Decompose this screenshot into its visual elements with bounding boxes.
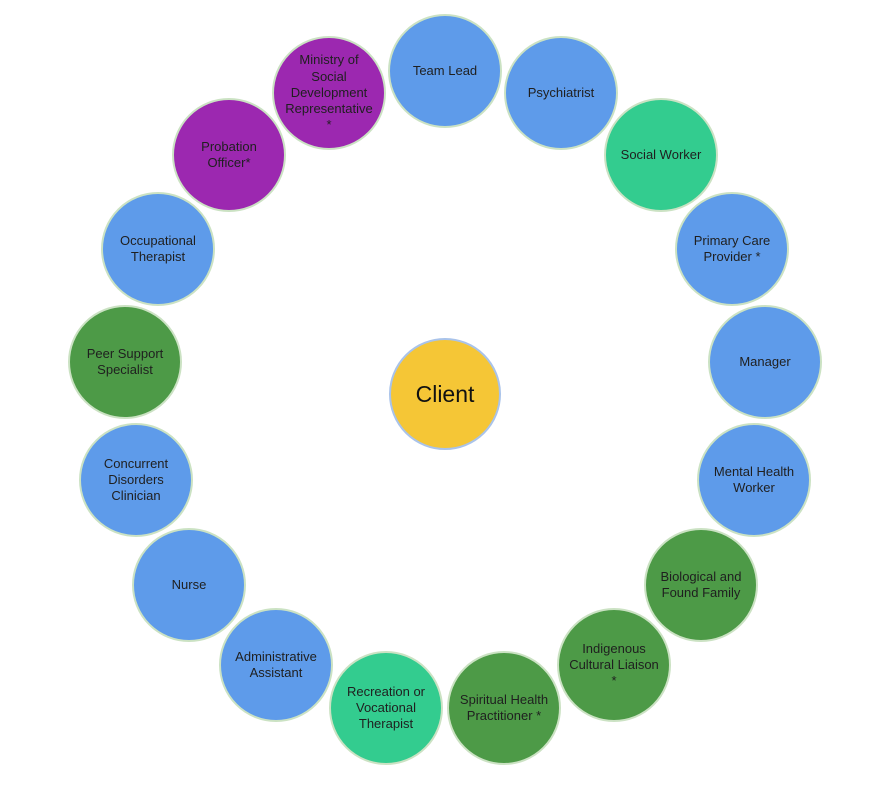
role-label: Manager xyxy=(739,353,791,369)
role-circle-probation-officer: Probation Officer* xyxy=(172,98,286,212)
role-circle-social-worker: Social Worker xyxy=(604,98,718,212)
role-circle-indigenous-cultural-liaison: Indigenous Cultural Liaison * xyxy=(557,608,671,722)
role-circle-administrative-assistant: Administrative Assistant xyxy=(219,608,333,722)
role-label: Recreation or Vocational Therapist xyxy=(346,683,426,732)
role-circle-occupational-therapist: Occupational Therapist xyxy=(101,192,215,306)
role-circle-primary-care-provider: Primary Care Provider * xyxy=(675,192,789,306)
role-label: Nurse xyxy=(171,576,207,592)
role-circle-peer-support-specialist: Peer Support Specialist xyxy=(68,305,182,419)
role-label: Mental Health Worker xyxy=(713,463,795,495)
role-label: Concurrent Disorders Clinician xyxy=(103,455,169,504)
role-circle-recreation-or-vocational-therapist: Recreation or Vocational Therapist xyxy=(329,651,443,765)
role-circle-team-lead: Team Lead xyxy=(388,14,502,128)
role-circle-psychiatrist: Psychiatrist xyxy=(504,36,618,150)
role-label: Social Worker xyxy=(620,146,702,162)
role-label: Primary Care Provider * xyxy=(693,232,771,264)
role-circle-nurse: Nurse xyxy=(132,528,246,642)
role-label: Biological and Found Family xyxy=(660,568,742,600)
role-label: Administrative Assistant xyxy=(235,648,317,680)
client-label: Client xyxy=(415,380,475,407)
role-circle-mental-health-worker: Mental Health Worker xyxy=(697,423,811,537)
client-center-circle: Client xyxy=(389,338,501,450)
role-circle-ministry-of-social-development-representative: Ministry of Social Development Represent… xyxy=(272,36,386,150)
role-label: Spiritual Health Practitioner * xyxy=(459,691,549,723)
role-label: Ministry of Social Development Represent… xyxy=(285,52,373,133)
role-circle-concurrent-disorders-clinician: Concurrent Disorders Clinician xyxy=(79,423,193,537)
role-label: Peer Support Specialist xyxy=(86,345,164,377)
role-label: Psychiatrist xyxy=(527,84,595,100)
role-label: Indigenous Cultural Liaison * xyxy=(569,640,659,689)
role-label: Probation Officer* xyxy=(201,138,257,170)
role-label: Team Lead xyxy=(412,62,478,78)
role-circle-manager: Manager xyxy=(708,305,822,419)
role-label: Occupational Therapist xyxy=(120,232,196,264)
role-circle-spiritual-health-practitioner: Spiritual Health Practitioner * xyxy=(447,651,561,765)
role-circle-biological-and-found-family: Biological and Found Family xyxy=(644,528,758,642)
